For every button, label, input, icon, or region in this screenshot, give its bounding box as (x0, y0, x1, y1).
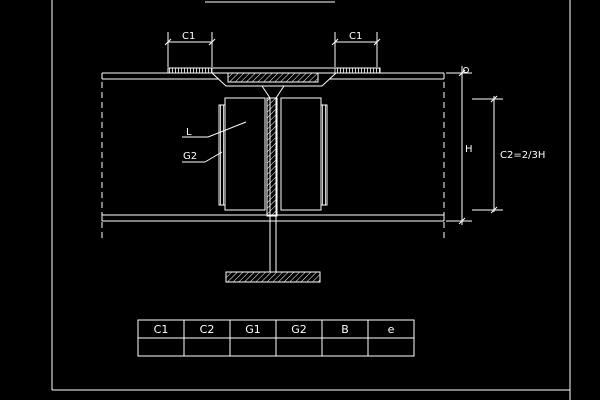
cap-plate (167, 67, 381, 87)
column-bottom-flange (225, 271, 321, 283)
weld-strip-left (167, 67, 213, 74)
stiffener-right (280, 97, 328, 211)
sheet-border (51, 0, 571, 400)
table-header-cell: C1 (154, 323, 169, 336)
table-header-cell: G1 (245, 323, 261, 336)
label-h: H (465, 144, 473, 155)
table-header-cell: C2 (200, 323, 215, 336)
weld-strip-right (334, 67, 381, 74)
label-c1-right: C1 (349, 31, 362, 42)
dimension-c1-left (164, 32, 216, 67)
table-header-cell: e (388, 323, 395, 336)
dimension-h (446, 66, 472, 225)
leader-l (182, 121, 247, 138)
label-l: L (186, 127, 192, 138)
dimension-c2 (472, 95, 503, 214)
label-g2: G2 (183, 151, 197, 162)
dashed-edges (101, 82, 445, 240)
label-c2: C2=2/3H (500, 150, 545, 161)
label-c1-left: C1 (182, 31, 195, 42)
column-web (261, 85, 285, 273)
table-header-cell: B (341, 323, 349, 336)
leader-g2 (182, 151, 223, 163)
table-header-cell: G2 (291, 323, 307, 336)
dimension-c1-right (331, 32, 381, 67)
stiffener-left (218, 97, 266, 211)
